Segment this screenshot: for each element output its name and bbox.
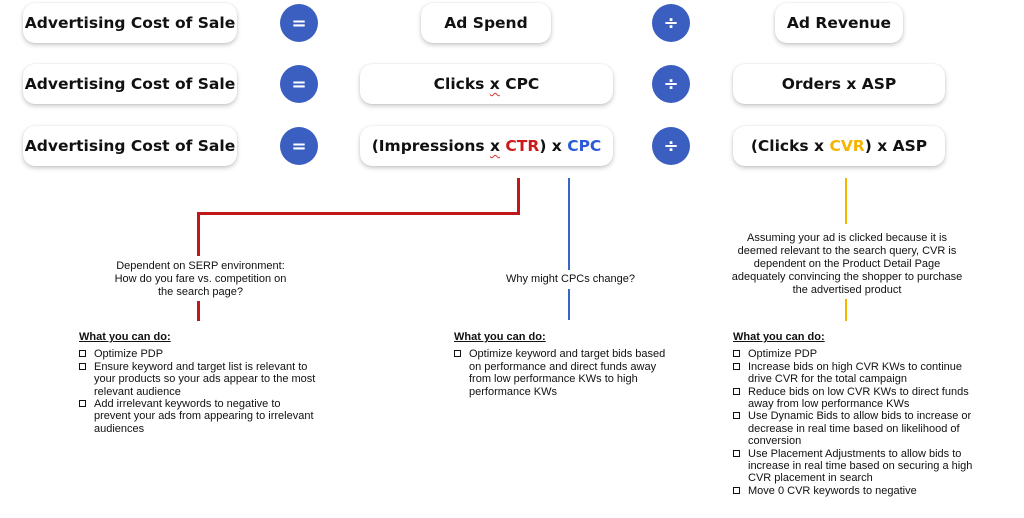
row2-right-pill: Orders x ASP (733, 64, 945, 104)
cvr-actions-header: What you can do: (733, 331, 825, 343)
row3-left-label: Advertising Cost of Sale (24, 137, 236, 155)
ctr-actions-header-text: What you can do (79, 331, 167, 343)
row1-right-formula: Ad Revenue (787, 14, 891, 32)
row1-right-pill: Ad Revenue (775, 3, 903, 43)
ctr-actions-header: What you can do: (79, 331, 171, 343)
action-item-text: Increase bids on high CVR KWs to continu… (748, 360, 963, 386)
formula-segment: CPC (499, 75, 540, 93)
cpc-actions: What you can do: Optimize keyword and ta… (454, 331, 666, 398)
cpc-connector-tail (568, 289, 570, 320)
cvr-connector-tail (845, 299, 847, 321)
row3-middle-pill: (Impressions x CTR) x CPC (360, 126, 613, 166)
action-item-text: Use Placement Adjustments to allow bids … (748, 447, 973, 485)
formula-segment: Ad Spend (444, 14, 528, 32)
row2-left-label: Advertising Cost of Sale (24, 75, 236, 93)
formula-segment: Ad Revenue (786, 14, 892, 32)
row2-left-pill: Advertising Cost of Sale (23, 64, 237, 104)
checkbox-bullet-icon (733, 387, 740, 395)
row1-divide-icon: ÷ (652, 4, 690, 42)
formula-segment: ) x ASP (864, 137, 928, 155)
action-item: Ensure keyword and target list is releva… (79, 361, 319, 398)
checkbox-bullet-icon (733, 412, 740, 420)
action-item: Add irrelevant keywords to negative to p… (79, 398, 319, 435)
action-item-text: Optimize PDP (94, 348, 164, 361)
row3-divide-symbol: ÷ (663, 135, 679, 157)
checkbox-bullet-icon (733, 486, 740, 494)
row1-equals-icon: = (280, 4, 318, 42)
action-item: Optimize keyword and target bids based o… (454, 348, 666, 398)
checkbox-bullet-icon (79, 400, 86, 408)
formula-segment: CTR (505, 137, 540, 155)
row3-right-pill: (Clicks x CVR) x ASP (733, 126, 945, 166)
action-item: Move 0 CVR keywords to negative (733, 485, 983, 497)
checkbox-bullet-icon (733, 362, 740, 370)
row3-equals-symbol: = (291, 135, 307, 157)
action-item-text: Optimize PDP (748, 348, 818, 361)
cpc-actions-header-text: What you can do (454, 331, 542, 343)
action-item-text: Use Dynamic Bids to allow bids to increa… (748, 410, 972, 448)
action-item: Use Placement Adjustments to allow bids … (733, 448, 983, 485)
ctr-connector-drop (197, 212, 200, 256)
row3-middle-formula: (Impressions x CTR) x CPC (372, 137, 602, 155)
formula-segment: Orders x ASP (781, 75, 897, 93)
ctr-note: Dependent on SERP environment: How do yo… (114, 260, 287, 298)
row1-left-label: Advertising Cost of Sale (24, 14, 236, 32)
action-item: Increase bids on high CVR KWs to continu… (733, 361, 983, 386)
row1-left-pill: Advertising Cost of Sale (23, 3, 237, 43)
row2-middle-formula: Clicks x CPC (434, 75, 540, 93)
ctr-connector-horizontal (197, 212, 520, 215)
formula-segment: ) x (539, 137, 568, 155)
cpc-connector-vertical (568, 178, 570, 270)
row2-equals-icon: = (280, 65, 318, 103)
checkbox-bullet-icon (733, 449, 740, 457)
formula-segment: (Clicks x (750, 137, 830, 155)
row3-left-pill: Advertising Cost of Sale (23, 126, 237, 166)
row3-divide-icon: ÷ (652, 127, 690, 165)
cvr-actions-header-text: What you can do (733, 331, 821, 343)
cpc-actions-header: What you can do: (454, 331, 546, 343)
cvr-note: Assuming your ad is clicked because it i… (731, 232, 963, 296)
action-item-text: Reduce bids on low CVR KWs to direct fun… (748, 385, 969, 411)
formula-segment: x (490, 137, 501, 155)
row2-divide-icon: ÷ (652, 65, 690, 103)
formula-segment: CPC (567, 137, 602, 155)
action-item: Reduce bids on low CVR KWs to direct fun… (733, 386, 983, 411)
action-item-text: Add irrelevant keywords to negative to p… (94, 398, 314, 435)
action-item-text: Move 0 CVR keywords to negative (748, 484, 917, 497)
cpc-actions-list: Optimize keyword and target bids based o… (454, 348, 666, 398)
cvr-connector-vertical (845, 178, 847, 224)
checkbox-bullet-icon (733, 350, 740, 358)
action-item-text: Ensure keyword and target list is releva… (94, 360, 316, 398)
row3-equals-icon: = (280, 127, 318, 165)
action-item: Optimize PDP (79, 348, 319, 360)
ctr-connector-tail (197, 301, 200, 321)
row3-right-formula: (Clicks x CVR) x ASP (751, 137, 927, 155)
action-item: Optimize PDP (733, 348, 983, 360)
row1-middle-formula: Ad Spend (444, 14, 527, 32)
formula-segment: CVR (829, 137, 865, 155)
row2-middle-pill: Clicks x CPC (360, 64, 613, 104)
ctr-connector-vertical (517, 178, 520, 215)
checkbox-bullet-icon (79, 362, 86, 370)
row1-middle-pill: Ad Spend (421, 3, 551, 43)
formula-segment: Clicks (433, 75, 490, 93)
action-item: Use Dynamic Bids to allow bids to increa… (733, 410, 983, 447)
row2-right-formula: Orders x ASP (782, 75, 897, 93)
formula-segment: (Impressions (371, 137, 491, 155)
row1-equals-symbol: = (291, 12, 307, 34)
action-item-text: Optimize keyword and target bids based o… (469, 348, 666, 398)
row1-divide-symbol: ÷ (663, 12, 679, 34)
row2-divide-symbol: ÷ (663, 73, 679, 95)
row2-equals-symbol: = (291, 73, 307, 95)
cpc-note: Why might CPCs change? (506, 273, 635, 285)
formula-segment: x (489, 75, 500, 93)
checkbox-bullet-icon (79, 350, 86, 358)
checkbox-bullet-icon (454, 350, 461, 358)
